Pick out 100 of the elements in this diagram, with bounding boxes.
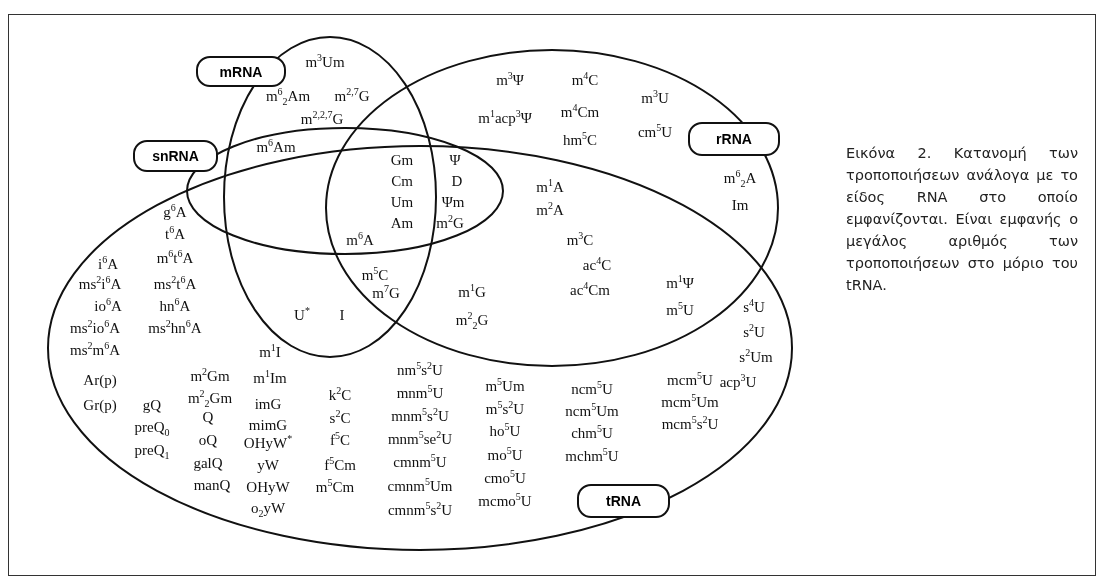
modification-label: mcm$^{5}$s$^{2}$U <box>661 416 719 432</box>
modification-label: ms$^{2}$i$^{6}$A <box>78 276 122 292</box>
modification-label: preQ$_{1}$ <box>134 442 170 458</box>
modification-label: gQ <box>142 397 162 413</box>
modification-label: s$^{4}$U <box>743 299 765 315</box>
modification-label: f$^{5}$Cm <box>324 457 356 473</box>
modification-label: Ar(p) <box>83 372 117 388</box>
modification-label: m$^{6}$$_{2}$A <box>723 170 757 186</box>
modification-label: mnm$^{5}$s$^{2}$U <box>391 408 449 424</box>
modification-label: m$^{2}$Gm <box>190 368 230 384</box>
modification-label: OHyW <box>246 479 290 495</box>
modification-label: mcm$^{5}$Um <box>661 394 719 410</box>
modification-label: mnm$^{5}$se$^{2}$U <box>387 431 453 447</box>
modification-label: yW <box>257 457 279 473</box>
modification-label: m$^{5}$C <box>361 267 389 283</box>
modification-label: m$^{4}$C <box>571 72 599 88</box>
modification-label: mo$^{5}$U <box>487 447 523 463</box>
modification-label: Gr(p) <box>83 397 117 413</box>
modification-label: OHyW$^{*}$ <box>243 435 293 451</box>
modification-label: m$^{4}$Cm <box>560 104 600 120</box>
modification-label: m$^{1}$acp$^{3}$Ψ <box>478 110 532 126</box>
modification-label: mcmo$^{5}$U <box>478 493 532 509</box>
modification-label: o$_{2}$yW <box>250 500 286 516</box>
modification-label: g$^{6}$A <box>163 204 187 220</box>
modification-label: imG <box>254 396 282 412</box>
modification-label: mnm$^{5}$U <box>396 385 444 401</box>
modification-label: ho$^{5}$U <box>489 423 521 439</box>
modification-label: mchm$^{5}$U <box>565 448 619 464</box>
modification-label: Am <box>390 215 414 231</box>
modification-label: Cm <box>391 173 413 189</box>
modification-label: m$^{6}$Am <box>256 139 296 155</box>
modification-label: t$^{6}$A <box>165 226 185 242</box>
modification-label: cmnm$^{5}$Um <box>387 478 453 494</box>
set-label: tRNA <box>577 484 670 518</box>
modification-label: m$^{6}$$_{2}$Am <box>265 88 311 104</box>
modification-label: ncm$^{5}$U <box>571 381 613 397</box>
modification-label: Ψ <box>449 152 461 168</box>
modification-label: ac$^{4}$C <box>582 257 612 273</box>
modification-label: acp$^{3}$U <box>719 374 757 390</box>
modification-label: cmo$^{5}$U <box>484 470 526 486</box>
figure-caption: Εικόνα 2. Κατανομή των τροποποιήσεων ανάλογα με το είδος RNA στο οποίο εμφανίζονται. Είναι εμφανής ο μεγάλος αριθμός των τροποποιήσεων στο μόριο του tRNA. <box>846 144 1078 295</box>
set-label: snRNA <box>133 140 218 172</box>
modification-label: f$^{5}$C <box>330 432 350 448</box>
modification-label: m$^{5}$Um <box>485 378 525 394</box>
modification-label: k$^{2}$C <box>328 387 352 403</box>
modification-label: ms$^{2}$t$^{6}$A <box>153 276 197 292</box>
modification-label: I <box>339 307 345 323</box>
modification-label: m$^{2}$$_{2}$G <box>455 312 489 328</box>
modification-label: m$^{1}$A <box>536 179 564 195</box>
modification-label: i$^{6}$A <box>98 256 118 272</box>
modification-label: ac$^{4}$Cm <box>570 282 610 298</box>
modification-label: m$^{2,7}$G <box>334 88 370 104</box>
modification-label: s$^{2}$U <box>743 324 765 340</box>
modification-label: m$^{1}$Ψ <box>666 275 694 291</box>
modification-label: m$^{3}$U <box>641 90 669 106</box>
modification-label: cm$^{5}$U <box>637 124 673 140</box>
modification-label: m$^{6}$A <box>346 232 374 248</box>
modification-label: galQ <box>193 455 223 471</box>
modification-label: Ψm <box>441 194 465 210</box>
modification-label: ms$^{2}$m$^{6}$A <box>70 342 120 358</box>
modification-label: cmnm$^{5}$s$^{2}$U <box>387 502 453 518</box>
modification-label: m$^{3}$Ψ <box>496 72 524 88</box>
modification-label: m$^{1}$Im <box>253 370 287 386</box>
set-label: rRNA <box>688 122 780 156</box>
modification-label: m$^{1}$I <box>259 344 281 360</box>
modification-label: hn$^{6}$A <box>159 298 191 314</box>
modification-label: m$^{5}$Cm <box>315 479 355 495</box>
modification-label: Im <box>731 197 749 213</box>
modification-label: m$^{5}$s$^{2}$U <box>485 401 525 417</box>
modification-label: manQ <box>193 477 231 493</box>
modification-label: U$^{*}$ <box>294 307 310 323</box>
modification-label: preQ$_{0}$ <box>134 419 170 435</box>
modification-label: ms$^{2}$io$^{6}$A <box>70 320 120 336</box>
modification-label: m$^{6}$t$^{6}$A <box>156 250 194 266</box>
modification-label: ms$^{2}$hn$^{6}$A <box>148 320 202 336</box>
modification-label: mcm$^{5}$U <box>667 372 713 388</box>
set-label: mRNA <box>196 56 286 87</box>
modification-label: io$^{6}$A <box>94 298 122 314</box>
modification-label: Um <box>390 194 414 210</box>
modification-label: D <box>451 173 463 189</box>
modification-label: m$^{2}$G <box>436 215 464 231</box>
modification-label: s$^{2}$Um <box>739 349 773 365</box>
modification-label: m$^{2,2,7}$G <box>300 111 344 127</box>
modification-label: hm$^{5}$C <box>562 132 598 148</box>
modification-label: nm$^{5}$s$^{2}$U <box>397 362 443 378</box>
modification-label: cmnm$^{5}$U <box>393 454 447 470</box>
modification-label: m$^{7}$G <box>372 285 400 301</box>
modification-label: m$^{5}$U <box>666 302 694 318</box>
modification-label: m$^{3}$C <box>566 232 594 248</box>
modification-label: s$^{2}$C <box>329 410 351 426</box>
modification-label: m$^{2}$$_{2}$Gm <box>187 390 233 406</box>
modification-label: Gm <box>390 152 414 168</box>
modification-label: Q <box>202 409 214 425</box>
modification-label: chm$^{5}$U <box>571 425 613 441</box>
modification-label: m$^{2}$A <box>536 202 564 218</box>
modification-label: oQ <box>198 432 218 448</box>
modification-label: ncm$^{5}$Um <box>565 403 619 419</box>
modification-label: m$^{3}$Um <box>305 54 345 70</box>
modification-label: mimG <box>248 417 288 433</box>
modification-label: m$^{1}$G <box>458 284 486 300</box>
